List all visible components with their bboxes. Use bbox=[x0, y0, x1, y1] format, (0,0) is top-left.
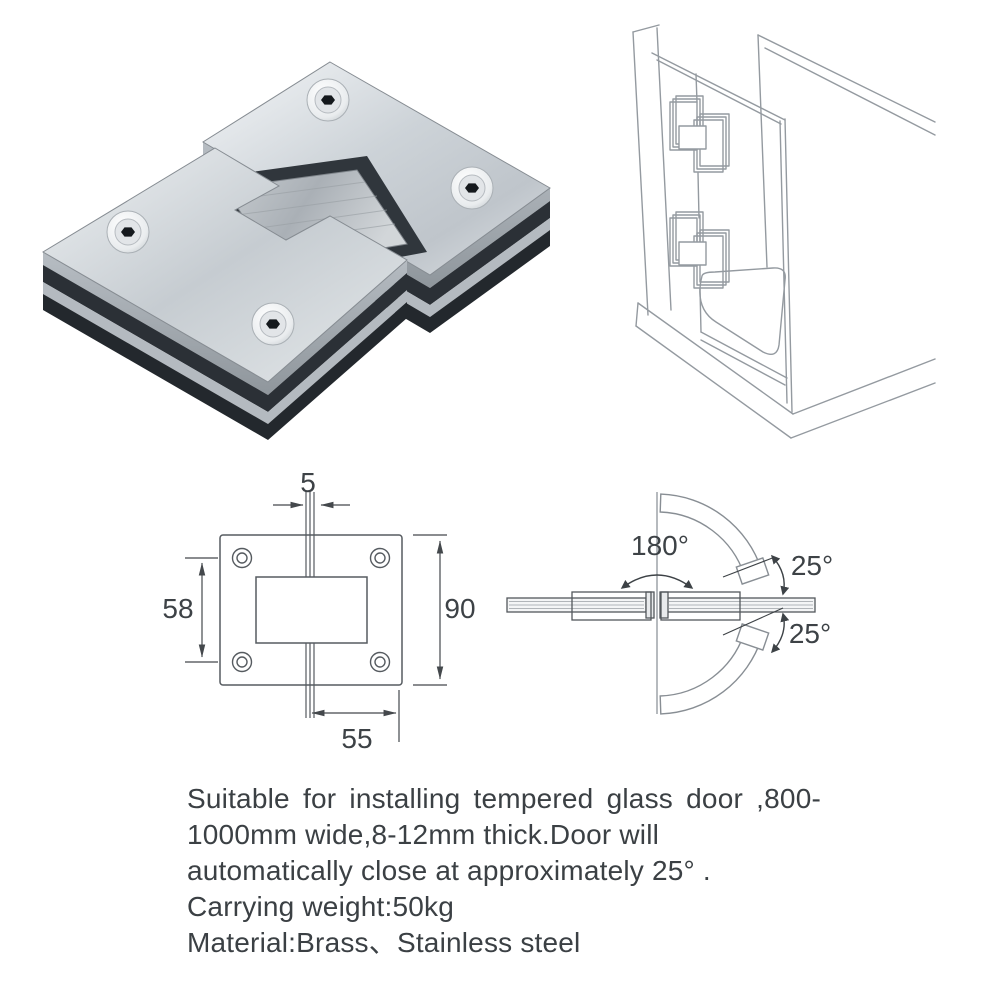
dim-label-half-width: 55 bbox=[341, 723, 372, 754]
screw-holes bbox=[231, 547, 391, 673]
shower-enclosure-wireframe bbox=[632, 24, 936, 439]
description-line: 1000mm wide,8-12mm thick.Door will bbox=[187, 819, 660, 850]
installation-drawing bbox=[595, 10, 980, 450]
description-text: Suitable for installing tempered glass d… bbox=[187, 781, 821, 961]
glass-door-plan bbox=[506, 591, 816, 621]
right-plate-face bbox=[202, 61, 551, 276]
center-cutout bbox=[255, 576, 368, 644]
door-swing-diagram: 180° 25° 25° bbox=[506, 492, 833, 715]
description-line: Suitable for installing tempered glass d… bbox=[187, 783, 821, 814]
hinge-plate-plan bbox=[571, 591, 652, 621]
description-line: Material:Brass、Stainless steel bbox=[187, 927, 581, 958]
hex-screw bbox=[450, 166, 494, 210]
angle-diagram: 180° 25° 25° bbox=[490, 470, 910, 760]
hinge-block-lower bbox=[669, 211, 730, 289]
left-plate-face bbox=[42, 147, 408, 383]
hinge-knuckle bbox=[645, 591, 655, 619]
hinge-photo-illustration bbox=[42, 61, 551, 440]
angle-label-close-top: 25° bbox=[791, 550, 833, 581]
wall-left-lines bbox=[632, 24, 672, 316]
hinge-dimension-drawing: 5 58 90 55 bbox=[162, 467, 475, 754]
dimension-drawing: 5 58 90 55 bbox=[150, 460, 480, 765]
hinge-block-upper bbox=[669, 95, 730, 173]
angle-label-swing: 180° bbox=[631, 530, 689, 561]
left-plate-stack bbox=[43, 252, 407, 440]
product-photo bbox=[35, 30, 565, 450]
angle-annotations bbox=[620, 554, 790, 654]
hex-screw bbox=[106, 210, 150, 254]
hex-screw bbox=[251, 302, 295, 346]
hinge-plate-plan bbox=[660, 591, 741, 621]
wall-right-lines bbox=[757, 34, 936, 439]
dim-label-gap: 5 bbox=[300, 467, 316, 498]
shower-base-lines bbox=[635, 267, 794, 439]
angle-label-close-bottom: 25° bbox=[789, 618, 831, 649]
dimension-lines bbox=[185, 501, 447, 742]
hex-screw bbox=[306, 78, 350, 122]
description-line: automatically close at approximately 25°… bbox=[187, 855, 711, 886]
dim-label-height: 90 bbox=[444, 593, 475, 624]
dim-label-hole-spacing: 58 bbox=[162, 593, 193, 624]
description-line: Carrying weight:50kg bbox=[187, 891, 455, 922]
door-swing-arcs bbox=[659, 493, 770, 715]
